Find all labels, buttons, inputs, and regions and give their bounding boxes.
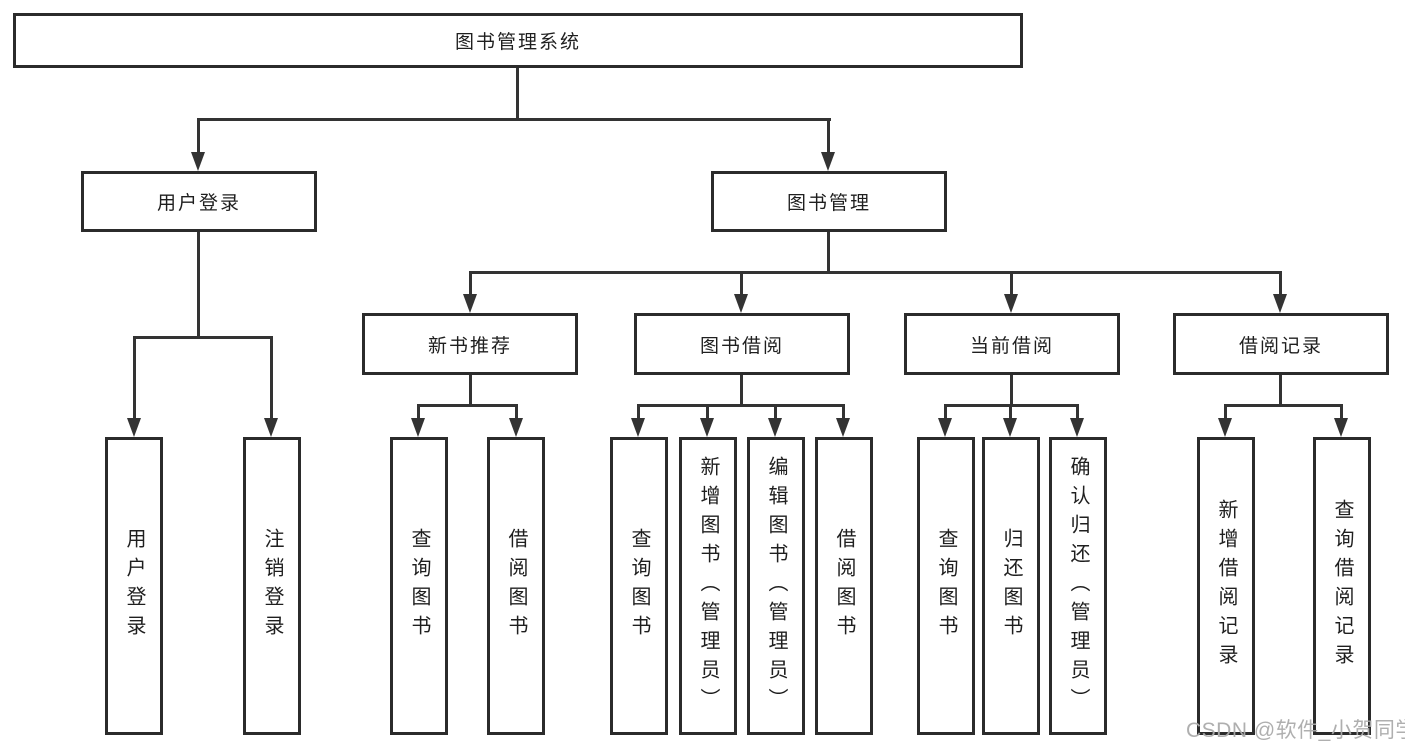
connector-borrow-records-bus: [1224, 404, 1343, 407]
node-root: 图书管理系统: [13, 13, 1023, 68]
connector-cb-query-drop: [944, 404, 947, 419]
connector-bb-add-drop: [706, 404, 709, 419]
connector-root-stem: [516, 68, 519, 120]
arrowhead-br-query: [1334, 418, 1348, 437]
node-leaf-bb-add-books-admin: 新增图书（管理员）: [679, 437, 737, 735]
connector-bb-edit-drop: [774, 404, 777, 419]
connector-current-borrow-drop: [1010, 271, 1013, 295]
node-leaf-cb-confirm-return-admin: 确认归还（管理员）: [1049, 437, 1107, 735]
node-root-label: 图书管理系统: [454, 32, 581, 53]
node-leaf-nb-query-books-label: 查询图书: [408, 528, 430, 644]
connector-book-mgmt-stem: [827, 232, 830, 273]
csdn-watermark: CSDN @软件_小贺同学: [1186, 719, 1405, 742]
connector-current-borrow-stem: [1010, 375, 1013, 407]
node-leaf-bb-edit-books-admin: 编辑图书（管理员）: [747, 437, 805, 735]
arrowhead-new-books: [463, 294, 477, 313]
node-current-borrow-label: 当前借阅: [969, 335, 1054, 357]
arrowhead-ul-logout: [264, 418, 278, 437]
arrowhead-bb-query: [631, 418, 645, 437]
connector-new-books-stem: [469, 375, 472, 407]
connector-bb-borrow-drop: [842, 404, 845, 419]
arrowhead-cb-query: [938, 418, 952, 437]
node-leaf-bb-query-books: 查询图书: [610, 437, 668, 735]
connector-user-login-stem: [197, 232, 200, 338]
node-leaf-br-query-record-label: 查询借阅记录: [1331, 499, 1353, 673]
node-user-login: 用户登录: [81, 171, 317, 232]
arrowhead-user-login: [191, 152, 205, 171]
arrowhead-nb-borrow: [509, 418, 523, 437]
arrowhead-bb-edit: [768, 418, 782, 437]
node-leaf-logout: 注销登录: [243, 437, 301, 735]
connector-user-login-drop: [197, 118, 200, 155]
connector-borrow-records-drop: [1279, 271, 1282, 295]
node-borrow-records-label: 借阅记录: [1238, 335, 1323, 357]
arrowhead-br-add: [1218, 418, 1232, 437]
arrowhead-borrow-records: [1273, 294, 1287, 313]
connector-book-borrow-stem: [740, 375, 743, 407]
node-user-login-label: 用户登录: [156, 193, 241, 214]
connector-new-books-drop: [469, 271, 472, 295]
connector-nb-query-drop: [417, 404, 420, 419]
node-borrow-records: 借阅记录: [1173, 313, 1389, 375]
connector-book-borrow-drop: [740, 271, 743, 295]
arrowhead-current-borrow: [1004, 294, 1018, 313]
connector-user-login-bus: [133, 336, 273, 339]
connector-new-books-bus: [417, 404, 518, 407]
arrowhead-cb-confirm: [1070, 418, 1084, 437]
arrowhead-ul-login: [127, 418, 141, 437]
node-leaf-bb-add-books-admin-label: 新增图书（管理员）: [697, 455, 719, 717]
connector-br-add-drop: [1224, 404, 1227, 419]
node-leaf-cb-confirm-return-admin-label: 确认归还（管理员）: [1067, 455, 1089, 717]
connector-root-bus: [197, 118, 831, 121]
connector-cb-return-drop: [1009, 404, 1012, 419]
connector-ul-login-drop: [133, 336, 136, 419]
node-book-borrow: 图书借阅: [634, 313, 850, 375]
node-leaf-user-login: 用户登录: [105, 437, 163, 735]
node-leaf-user-login-label: 用户登录: [123, 528, 145, 644]
node-new-books-label: 新书推荐: [427, 335, 512, 357]
node-leaf-logout-label: 注销登录: [261, 528, 283, 644]
connector-book-mgmt-drop: [827, 118, 830, 155]
arrowhead-book-borrow: [734, 294, 748, 313]
connector-book-mgmt-bus: [469, 271, 1282, 274]
node-new-books: 新书推荐: [362, 313, 578, 375]
arrowhead-bb-add: [700, 418, 714, 437]
node-current-borrow: 当前借阅: [904, 313, 1120, 375]
node-leaf-bb-edit-books-admin-label: 编辑图书（管理员）: [765, 455, 787, 717]
node-leaf-bb-query-books-label: 查询图书: [628, 528, 650, 644]
connector-nb-borrow-drop: [515, 404, 518, 419]
connector-cb-confirm-drop: [1076, 404, 1079, 419]
node-book-borrow-label: 图书借阅: [699, 335, 784, 357]
node-leaf-bb-borrow-books-label: 借阅图书: [833, 528, 855, 644]
node-leaf-nb-borrow-books-label: 借阅图书: [505, 528, 527, 644]
node-book-mgmt: 图书管理: [711, 171, 947, 232]
node-leaf-cb-return-books: 归还图书: [982, 437, 1040, 735]
node-leaf-cb-return-books-label: 归还图书: [1000, 528, 1022, 644]
node-leaf-br-add-record: 新增借阅记录: [1197, 437, 1255, 735]
connector-book-borrow-bus: [637, 404, 845, 407]
arrowhead-cb-return: [1003, 418, 1017, 437]
connector-borrow-records-stem: [1279, 375, 1282, 407]
node-leaf-nb-borrow-books: 借阅图书: [487, 437, 545, 735]
connector-bb-query-drop: [637, 404, 640, 419]
connector-ul-logout-drop: [270, 336, 273, 419]
node-book-mgmt-label: 图书管理: [786, 193, 871, 214]
arrowhead-nb-query: [411, 418, 425, 437]
node-leaf-br-add-record-label: 新增借阅记录: [1215, 499, 1237, 673]
node-leaf-nb-query-books: 查询图书: [390, 437, 448, 735]
node-leaf-cb-query-books-label: 查询图书: [935, 528, 957, 644]
arrowhead-book-mgmt: [821, 152, 835, 171]
arrowhead-bb-borrow: [836, 418, 850, 437]
connector-br-query-drop: [1340, 404, 1343, 419]
node-leaf-bb-borrow-books: 借阅图书: [815, 437, 873, 735]
node-leaf-cb-query-books: 查询图书: [917, 437, 975, 735]
node-leaf-br-query-record: 查询借阅记录: [1313, 437, 1371, 735]
